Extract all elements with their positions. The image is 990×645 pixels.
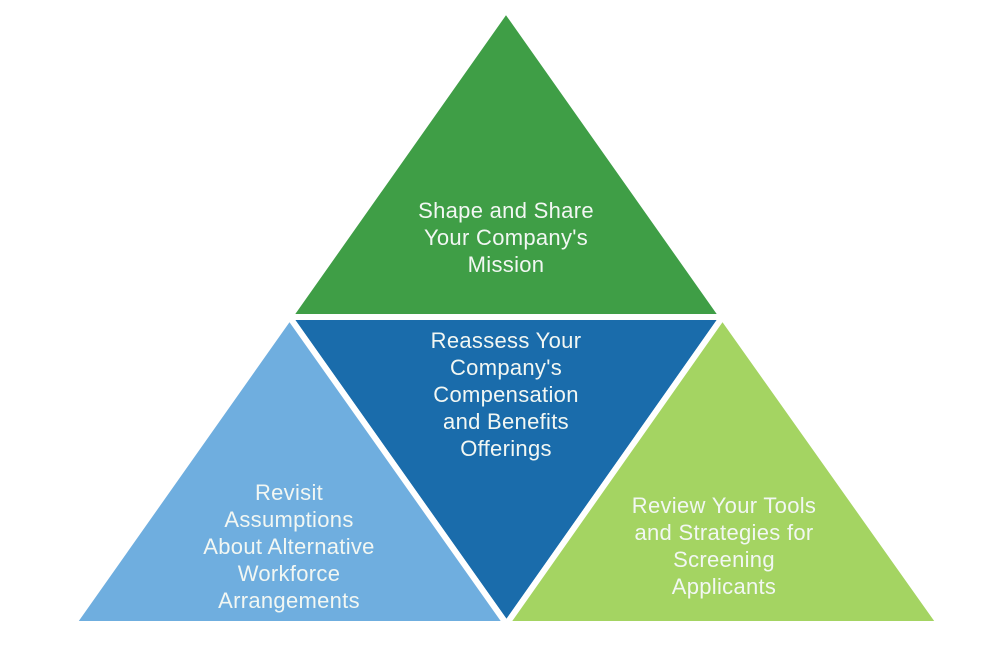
pyramid-section-bottom-right-triangle bbox=[500, 311, 946, 627]
pyramid-section-bottom-left-triangle bbox=[67, 311, 513, 627]
pyramid-section-top-triangle bbox=[283, 4, 729, 320]
